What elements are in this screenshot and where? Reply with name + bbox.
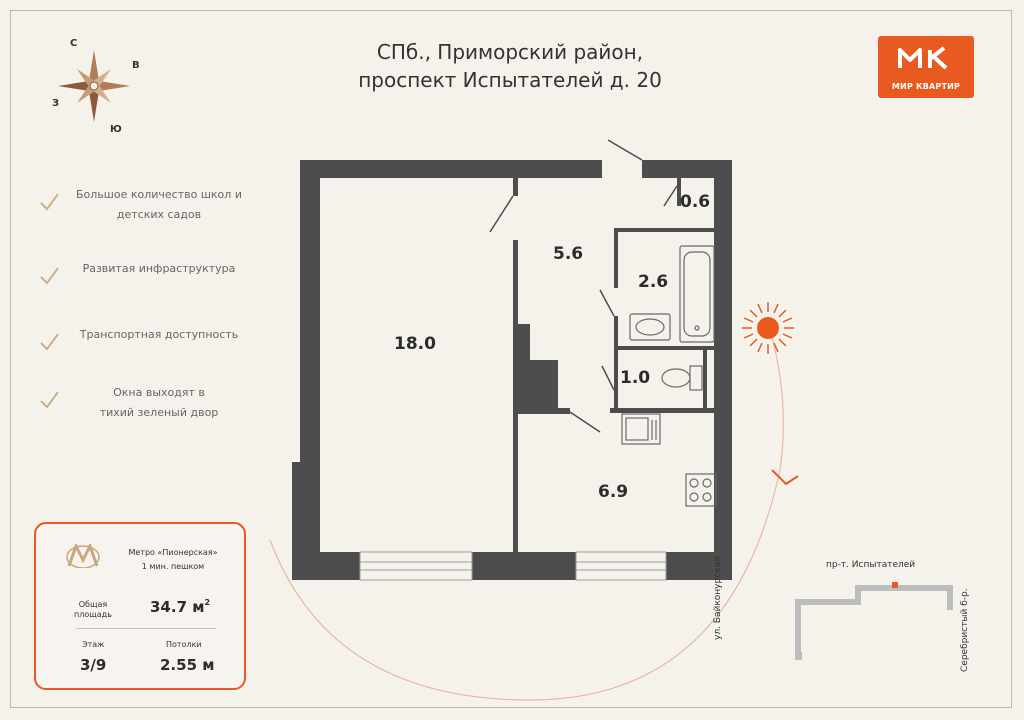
ceiling-label: Потолки [166, 640, 202, 649]
feature-text: Большое количество школ и детских садов [76, 188, 242, 221]
room-wc-area: 1.0 [620, 368, 651, 388]
compass-rose: С В З Ю [44, 34, 144, 135]
map-marker [892, 582, 898, 588]
sun-path-arc [269, 469, 781, 701]
feature-item: Развитая инфраструктура [34, 259, 249, 299]
floor-value: 3/9 [80, 656, 107, 674]
compass-north: С [70, 38, 78, 49]
metro-icon [66, 544, 100, 568]
logo-text: МИР КВАРТИР [891, 82, 961, 91]
area-label: Общая площадь [74, 600, 112, 619]
room-bath-area: 2.6 [638, 272, 669, 292]
check-icon [40, 193, 59, 211]
floor-label: Этаж [82, 640, 105, 649]
title-line-1: СПб., Приморский район, [376, 40, 644, 64]
street-left: ул. Байконурская [713, 556, 723, 640]
brand-logo[interactable]: МИР КВАРТИР [878, 36, 974, 98]
room-living-area: 18.0 [394, 334, 436, 354]
compass-icon [58, 50, 130, 122]
room-kitchen-area: 6.9 [598, 482, 629, 502]
page-title: СПб., Приморский район, проспект Испытат… [300, 38, 720, 94]
street-top: пр-т. Испытателей [826, 560, 916, 570]
map-building [795, 585, 953, 660]
feature-text: Окна выходят в тихий зеленый двор [99, 386, 219, 419]
check-icon [40, 333, 59, 351]
check-icon [40, 267, 59, 285]
feature-text: Транспортная доступность [79, 328, 239, 341]
street-right: Серебристый б-р. [960, 588, 970, 672]
metro-station: Метро «Пионерская» 1 мин. пешком [128, 548, 218, 571]
feature-item: Большое количество школ и детских садов [34, 185, 249, 225]
compass-south: Ю [110, 124, 122, 135]
room-hall-area: 5.6 [553, 244, 584, 264]
feature-item: Окна выходят в тихий зеленый двор [34, 383, 249, 423]
sun-path-arc-upper [769, 329, 784, 471]
info-card: Метро «Пионерская» 1 мин. пешком Общая п… [34, 522, 246, 690]
room-closet-area: 0.6 [680, 192, 711, 212]
compass-west: З [52, 98, 60, 109]
sun-icon [742, 302, 794, 354]
check-icon [40, 391, 59, 409]
feature-text: Развитая инфраструктура [82, 262, 236, 275]
page-frame [10, 10, 1012, 708]
logo-mark-icon [898, 46, 948, 70]
arc-arrow-icon [771, 469, 799, 486]
title-line-2: проспект Испытателей д. 20 [358, 68, 662, 92]
feature-item: Транспортная доступность [34, 325, 249, 365]
compass-east: В [132, 60, 140, 71]
ceiling-value: 2.55 м [160, 656, 215, 674]
area-value: 34.7 м2 [150, 598, 211, 616]
card-divider [76, 628, 216, 629]
